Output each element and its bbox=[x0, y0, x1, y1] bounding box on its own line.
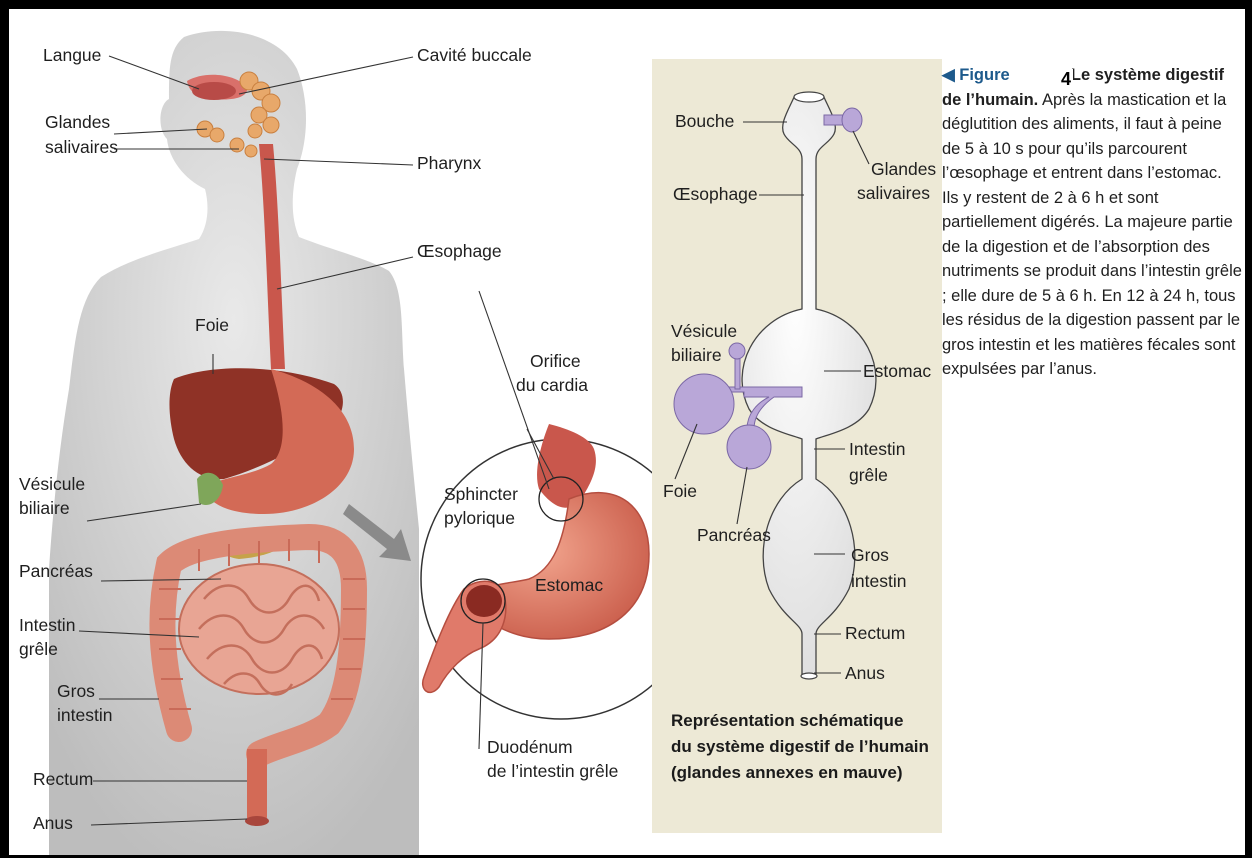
schema-label-oesophage: Œsophage bbox=[673, 184, 758, 205]
label-sphincter: Sphincter bbox=[444, 484, 518, 505]
schema-label-vesicule: Vésicule bbox=[671, 321, 737, 342]
small-intestine bbox=[179, 564, 339, 694]
label-foie: Foie bbox=[195, 315, 229, 336]
label-oesophage: Œsophage bbox=[417, 241, 502, 262]
schema-label-pancreas: Pancréas bbox=[697, 525, 771, 546]
label-orifice: Orifice bbox=[530, 351, 581, 372]
label-salivaires: salivaires bbox=[45, 137, 118, 158]
label-intestin: Intestin bbox=[19, 615, 75, 636]
schema-label-estomac: Estomac bbox=[863, 361, 931, 382]
label-langue: Langue bbox=[43, 45, 101, 66]
rectum bbox=[247, 749, 267, 823]
schema-label-anus: Anus bbox=[845, 663, 885, 684]
label-pylorique: pylorique bbox=[444, 508, 515, 529]
schema-label-gros-intestin: intestin bbox=[851, 571, 906, 592]
label-vesicule: Vésicule bbox=[19, 474, 85, 495]
schema-caption-line-2: du système digestif de l’humain bbox=[671, 735, 929, 759]
schema-label-rectum: Rectum bbox=[845, 623, 905, 644]
label-de-intestin-grele: de l’intestin grêle bbox=[487, 761, 618, 782]
label-gros: Gros bbox=[57, 681, 95, 702]
schema-label-grele: grêle bbox=[849, 465, 888, 486]
figure-description: ◀ Figure Le système digestif de l’humain… bbox=[942, 63, 1242, 382]
figure-body: Après la mastication et la déglutition d… bbox=[942, 91, 1242, 379]
schema-label-salivaires: salivaires bbox=[857, 183, 930, 204]
anus bbox=[245, 816, 269, 826]
schema-caption-line-3: (glandes annexes en mauve) bbox=[671, 761, 902, 785]
schema-label-foie: Foie bbox=[663, 481, 697, 502]
schema-label-intestin: Intestin bbox=[849, 439, 905, 460]
label-biliaire: biliaire bbox=[19, 498, 70, 519]
label-pharynx: Pharynx bbox=[417, 153, 481, 174]
figure-number-badge: 4 bbox=[1059, 69, 1073, 90]
schema-label-biliaire: biliaire bbox=[671, 345, 722, 366]
label-rectum: Rectum bbox=[33, 769, 93, 790]
label-glandes: Glandes bbox=[45, 112, 110, 133]
schema-label-glandes: Glandes bbox=[871, 159, 936, 180]
schema-label-bouche: Bouche bbox=[675, 111, 734, 132]
label-cavite-buccale: Cavité buccale bbox=[417, 45, 532, 66]
figure-number: ◀ Figure bbox=[942, 66, 1010, 84]
label-estomac: Estomac bbox=[535, 575, 603, 596]
label-duodenum: Duodénum bbox=[487, 737, 573, 758]
figure-frame: Langue Cavité buccale Glandes salivaires… bbox=[9, 9, 1245, 855]
schema-label-gros: Gros bbox=[851, 545, 889, 566]
label-du-cardia: du cardia bbox=[516, 375, 588, 396]
label-grele: grêle bbox=[19, 639, 58, 660]
label-pancreas: Pancréas bbox=[19, 561, 93, 582]
label-anus: Anus bbox=[33, 813, 73, 834]
label-gros-intestin: intestin bbox=[57, 705, 112, 726]
schema-caption-line-1: Représentation schématique bbox=[671, 709, 903, 733]
